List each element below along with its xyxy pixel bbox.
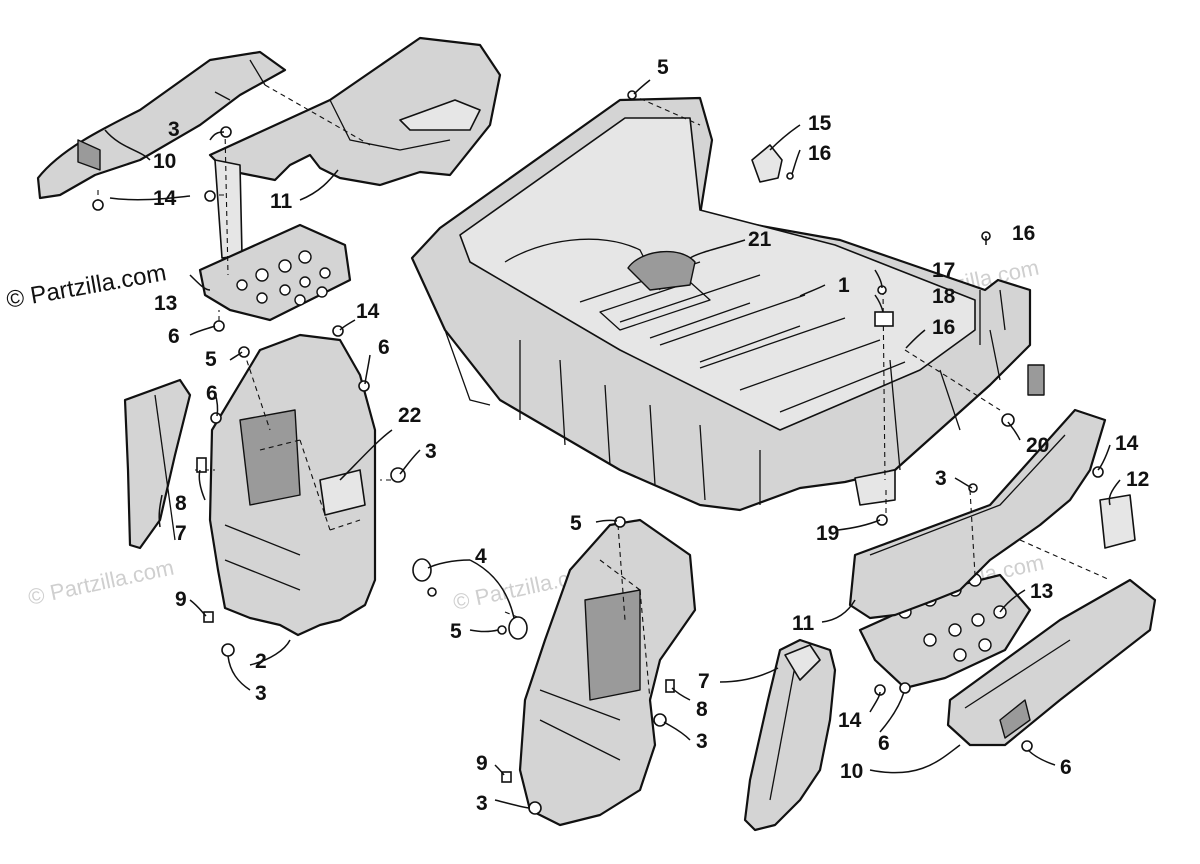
left-side-panel bbox=[208, 36, 502, 259]
copyright-brand: © Partzilla.com bbox=[4, 259, 168, 314]
nut-icon bbox=[497, 625, 507, 635]
grommet-icon bbox=[412, 558, 432, 582]
callout-5: 5 bbox=[570, 512, 582, 535]
watermark-text: © Partzilla.com bbox=[26, 555, 176, 610]
callout-14: 14 bbox=[153, 187, 177, 210]
screw-icon bbox=[1021, 740, 1033, 752]
bolt-icon bbox=[196, 457, 207, 473]
clip-icon bbox=[203, 611, 214, 623]
screw-icon bbox=[204, 190, 216, 202]
callout-9: 9 bbox=[476, 752, 488, 775]
callout-3: 3 bbox=[696, 730, 708, 753]
callout-14: 14 bbox=[356, 300, 380, 323]
callout-labels: 1 2 3 3 3 3 3 3 4 5 5 5 5 6 6 6 6 6 7 7 … bbox=[153, 56, 1149, 815]
right-fender bbox=[518, 518, 697, 827]
plate-18 bbox=[874, 311, 894, 327]
callout-7: 7 bbox=[698, 670, 710, 693]
washer-icon bbox=[528, 801, 542, 815]
latch-15 bbox=[751, 144, 783, 183]
clip-12 bbox=[1099, 494, 1136, 549]
callout-2: 2 bbox=[255, 650, 267, 673]
nut-icon bbox=[614, 516, 626, 528]
screw-icon bbox=[210, 412, 222, 424]
callout-19: 19 bbox=[816, 522, 839, 545]
callout-6: 6 bbox=[1060, 756, 1072, 779]
nut-icon bbox=[238, 346, 250, 358]
washer-icon bbox=[968, 483, 978, 493]
left-rear-cap bbox=[36, 50, 287, 200]
nut-icon bbox=[427, 587, 437, 597]
screw-icon bbox=[92, 199, 104, 211]
screw-icon bbox=[332, 325, 344, 337]
left-skid-plate bbox=[198, 223, 352, 322]
callout-11: 11 bbox=[792, 612, 815, 635]
callout-10: 10 bbox=[840, 760, 863, 783]
callout-7: 7 bbox=[175, 522, 187, 545]
nut-icon bbox=[876, 514, 888, 526]
grommet-icon bbox=[508, 616, 528, 640]
leader-lines bbox=[104, 79, 1121, 809]
callout-15: 15 bbox=[808, 112, 832, 135]
callout-3: 3 bbox=[935, 467, 947, 490]
callout-3: 3 bbox=[425, 440, 437, 463]
callout-6: 6 bbox=[206, 382, 218, 405]
callout-5: 5 bbox=[450, 620, 462, 643]
fasteners bbox=[92, 90, 1104, 815]
screw-icon bbox=[213, 320, 225, 332]
callout-4: 4 bbox=[475, 545, 487, 568]
callout-3: 3 bbox=[255, 682, 267, 705]
washer-icon bbox=[221, 643, 235, 657]
callout-18: 18 bbox=[932, 285, 956, 308]
callout-3: 3 bbox=[168, 118, 180, 141]
screw-icon bbox=[899, 682, 911, 694]
pin-icon bbox=[786, 172, 794, 180]
callout-13: 13 bbox=[154, 292, 177, 315]
bolt-icon bbox=[665, 679, 675, 693]
washer-icon bbox=[653, 713, 667, 727]
callout-6: 6 bbox=[878, 732, 890, 755]
callout-12: 12 bbox=[1126, 468, 1149, 491]
callout-16: 16 bbox=[932, 316, 955, 339]
right-mudflap bbox=[743, 638, 837, 832]
callout-17: 17 bbox=[932, 259, 955, 282]
callout-10: 10 bbox=[153, 150, 176, 173]
callout-13: 13 bbox=[1030, 580, 1053, 603]
callout-6: 6 bbox=[378, 336, 390, 359]
callout-5: 5 bbox=[657, 56, 669, 79]
screw-icon bbox=[1092, 466, 1104, 478]
bracket-detail bbox=[1027, 364, 1045, 396]
right-side-panel bbox=[848, 408, 1136, 620]
callout-14: 14 bbox=[1115, 432, 1139, 455]
callout-1: 1 bbox=[838, 274, 850, 297]
callout-20: 20 bbox=[1026, 434, 1049, 457]
callout-16: 16 bbox=[1012, 222, 1035, 245]
callout-6: 6 bbox=[168, 325, 180, 348]
callout-5: 5 bbox=[205, 348, 217, 371]
cargo-box bbox=[410, 96, 1045, 512]
callout-9: 9 bbox=[175, 588, 187, 611]
clip-icon bbox=[501, 771, 512, 783]
callout-8: 8 bbox=[696, 698, 708, 721]
left-fender bbox=[208, 333, 377, 637]
callout-21: 21 bbox=[748, 228, 772, 251]
callout-22: 22 bbox=[398, 404, 421, 427]
callout-14: 14 bbox=[838, 709, 862, 732]
callout-3: 3 bbox=[476, 792, 488, 815]
right-rear-cap bbox=[946, 578, 1157, 747]
screw-icon bbox=[358, 380, 370, 392]
callout-11: 11 bbox=[270, 190, 293, 213]
callout-8: 8 bbox=[175, 492, 187, 515]
callout-16: 16 bbox=[808, 142, 831, 165]
